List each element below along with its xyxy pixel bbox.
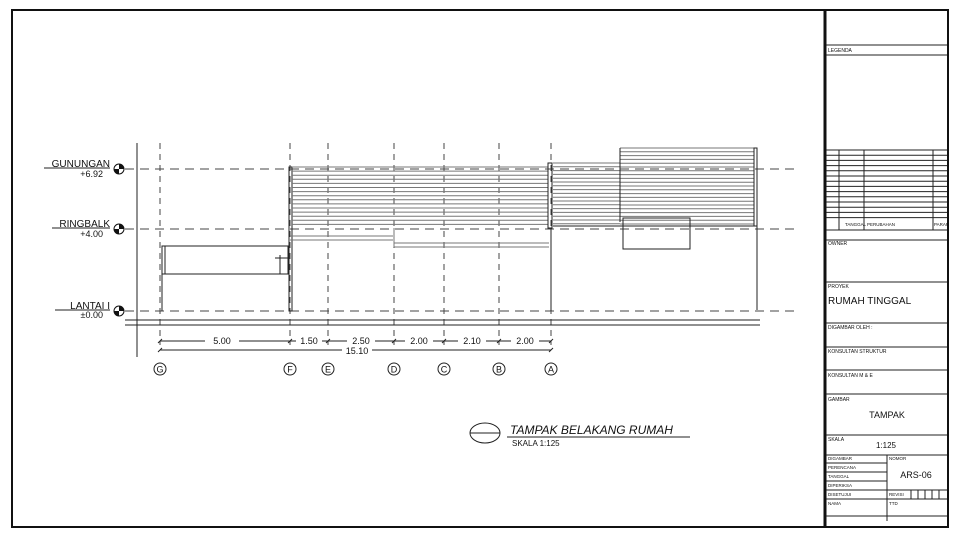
gambar-value: TAMPAK	[869, 410, 905, 420]
level-marker-ringbalk: RINGBALK +4.00	[52, 219, 125, 239]
grid-axis-label: E	[325, 365, 331, 375]
dimension-tick	[441, 338, 447, 344]
proyek-value: RUMAH TINGGAL	[828, 296, 912, 307]
dimension-label: 2.00	[516, 336, 534, 346]
field-label: TANGGAL	[828, 474, 850, 479]
dimension-label: 1.50	[300, 336, 318, 346]
grid-axis-label: F	[287, 365, 293, 375]
level-name: GUNUNGAN	[52, 159, 110, 170]
left-block	[161, 245, 289, 311]
dimension-tick	[548, 347, 554, 353]
nomor-value: ARS-06	[900, 470, 932, 480]
dimension-lines: 5.00 1.50 2.50 2.00 2.10 2.00 15.10	[157, 335, 554, 356]
dimension-tick	[157, 338, 163, 344]
rev-header: PERUBAHAN	[867, 222, 895, 227]
field-label: PERENCANA	[828, 465, 856, 470]
drawing-title: TAMPAK BELAKANG RUMAH SKALA 1:125	[469, 422, 690, 448]
legenda-label: LEGENDA	[828, 48, 853, 54]
dimension-label: 2.10	[463, 336, 481, 346]
elevation-drawing: GUNUNGAN +6.92 RINGBALK +4.00 LANTAI I ±…	[44, 143, 795, 448]
rev-header: TANGGAL	[845, 222, 867, 227]
skala-label: SKALA	[828, 437, 845, 443]
dimension-tick	[157, 347, 163, 353]
owner-label: OWNER	[828, 241, 848, 247]
dimension-total-label: 15.10	[346, 346, 369, 356]
konsultan-struktur-label: KONSULTAN STRUKTUR	[828, 349, 887, 355]
level-value: +4.00	[80, 229, 103, 239]
level-value: +6.92	[80, 169, 103, 179]
title-block: LEGENDA TANGGAL PERUBAHAN PARAF OWNER PR…	[826, 44, 949, 521]
level-name: RINGBALK	[59, 219, 110, 230]
dimension-tick	[548, 338, 554, 344]
grid-axis-label: G	[156, 365, 163, 375]
dimension-tick	[496, 338, 502, 344]
sheet-border	[11, 9, 949, 528]
dimension-label: 2.00	[410, 336, 428, 346]
right-roof	[550, 147, 758, 311]
dimension-tick	[287, 338, 293, 344]
level-marker-lantai: LANTAI I ±0.00	[55, 301, 125, 320]
level-name: LANTAI I	[70, 301, 110, 312]
grid-lines	[159, 143, 552, 345]
field-label: NAMA	[828, 501, 841, 506]
dimension-tick	[325, 338, 331, 344]
proyek-label: PROYEK	[828, 284, 850, 290]
dimension-label: 2.50	[352, 336, 370, 346]
dimension-label: 5.00	[213, 336, 231, 346]
level-value: ±0.00	[81, 310, 103, 320]
dimension-tick	[391, 338, 397, 344]
drawing-title-text: TAMPAK BELAKANG RUMAH	[510, 423, 673, 437]
field-label: DIPERIKSA	[828, 483, 852, 488]
grid-axis-label: B	[496, 365, 502, 375]
drawing-scale-text: SKALA 1:125	[512, 439, 560, 448]
field-label: DISETUJUI	[828, 492, 851, 497]
middle-roof	[288, 162, 553, 312]
konsultan-me-label: KONSULTAN M & E	[828, 373, 873, 379]
grid-bubbles: G F E D C B A	[153, 362, 558, 376]
level-marker-gunungan: GUNUNGAN +6.92	[44, 159, 125, 179]
gambar-label: GAMBAR	[828, 397, 850, 403]
grid-axis-label: D	[391, 365, 398, 375]
skala-value: 1:125	[876, 441, 897, 450]
digambar-oleh-label: DIGAMBAR OLEH :	[828, 325, 872, 331]
nomor-label: NOMOR	[889, 456, 907, 461]
grid-axis-label: C	[441, 365, 448, 375]
ttd-label: TTD	[889, 501, 898, 506]
grid-axis-label: A	[548, 365, 554, 375]
revisi-label: REVISI	[889, 492, 904, 497]
field-label: DIGAMBAR	[828, 456, 853, 461]
rev-header: PARAF	[934, 222, 949, 227]
